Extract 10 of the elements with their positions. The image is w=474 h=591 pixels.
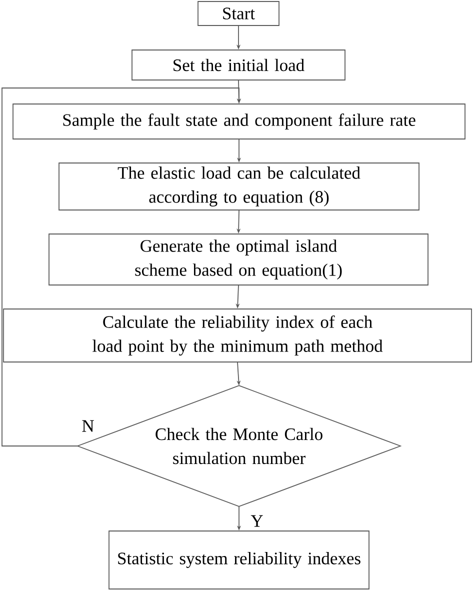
process-box: Generate the optimal island scheme based on equation(1)	[48, 234, 428, 286]
process-box: Set the initial load	[132, 50, 346, 80]
process-box: Statistic system reliability indexes	[108, 530, 370, 590]
process-box: Calculate the reliability index of each load point by the minimum path method	[3, 308, 472, 362]
process-box: The elastic load can be calculated according to equation (8)	[58, 162, 420, 210]
process-box: Sample the fault state and component failure rate	[12, 104, 466, 140]
edge-label: N	[82, 420, 94, 432]
edge-label: Y	[250, 515, 263, 527]
arrow	[2, 88, 242, 446]
process-box: Start	[198, 1, 280, 26]
